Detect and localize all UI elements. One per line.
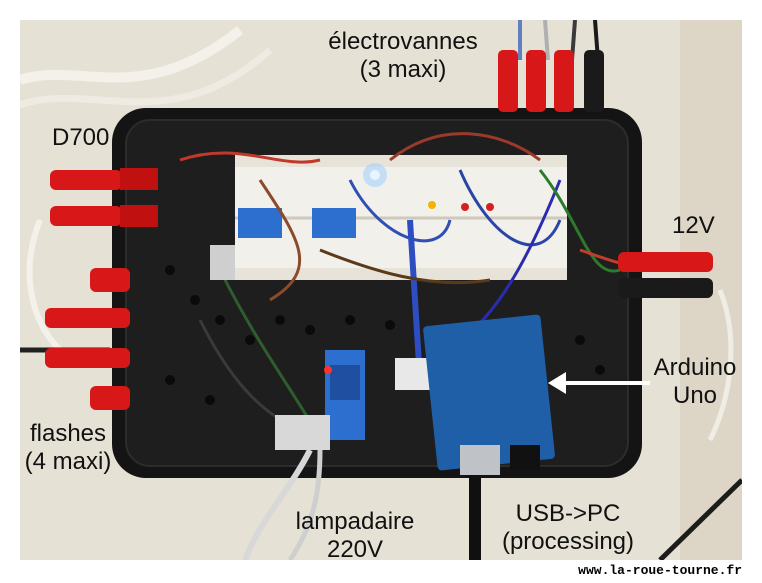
arduino-arrow bbox=[548, 372, 650, 394]
lamp-label-line1: lampadaire bbox=[295, 508, 415, 535]
cable bbox=[543, 20, 550, 61]
flashes-label: flashes (4 maxi) bbox=[20, 420, 116, 476]
usb-socket bbox=[460, 445, 500, 475]
electronics-box-illustration bbox=[20, 20, 742, 560]
camera-label: D700 bbox=[52, 124, 110, 151]
power-connectors bbox=[618, 252, 713, 298]
relay-module bbox=[238, 208, 282, 238]
screw-terminal bbox=[275, 415, 330, 450]
valve-connectors bbox=[498, 50, 604, 112]
breadboard-rail bbox=[235, 268, 567, 280]
left-connectors bbox=[45, 168, 158, 410]
white-cable bbox=[20, 26, 244, 85]
blue-led bbox=[370, 170, 380, 180]
arduino-board bbox=[423, 314, 555, 471]
usb-label: USB->PC (processing) bbox=[488, 500, 648, 556]
white-cable bbox=[26, 218, 63, 353]
red-led bbox=[486, 203, 494, 211]
terminal-block bbox=[210, 245, 235, 280]
usb-label-line2: (processing) bbox=[501, 528, 635, 555]
white-cable bbox=[707, 289, 734, 442]
mounting-holes bbox=[165, 265, 605, 405]
white-led bbox=[508, 203, 516, 211]
photo: électrovannes (3 maxi) D700 12V Arduino … bbox=[20, 20, 742, 560]
lamp-label: lampadaire 220V bbox=[280, 508, 430, 560]
valves-label: électrovannes (3 maxi) bbox=[318, 28, 488, 84]
power-relay bbox=[330, 365, 360, 400]
arduino-label-line2: Uno bbox=[672, 382, 718, 409]
white-cable bbox=[20, 47, 273, 109]
relay-red-led bbox=[324, 366, 332, 374]
yellow-led bbox=[428, 201, 436, 209]
arduino-label: Arduino Uno bbox=[648, 354, 742, 410]
flashes-label-line2: (4 maxi) bbox=[24, 448, 112, 475]
black-cable bbox=[658, 478, 742, 560]
usb-label-line1: USB->PC bbox=[515, 500, 621, 527]
watermark: www.la-roue-tourne.fr bbox=[578, 563, 742, 578]
lamp-cable bbox=[242, 448, 313, 560]
breadboard-rail bbox=[235, 155, 567, 167]
red-led bbox=[461, 203, 469, 211]
valves-label-line1: électrovannes bbox=[328, 28, 478, 55]
valves-label-line2: (3 maxi) bbox=[359, 56, 447, 83]
power-jack bbox=[510, 445, 540, 470]
power-label: 12V bbox=[672, 212, 715, 239]
lamp-cable bbox=[287, 449, 323, 560]
flashes-label-line1: flashes bbox=[29, 420, 107, 447]
arduino-label-line1: Arduino bbox=[653, 354, 737, 381]
relay-module bbox=[312, 208, 356, 238]
lamp-label-line2: 220V bbox=[326, 536, 384, 560]
